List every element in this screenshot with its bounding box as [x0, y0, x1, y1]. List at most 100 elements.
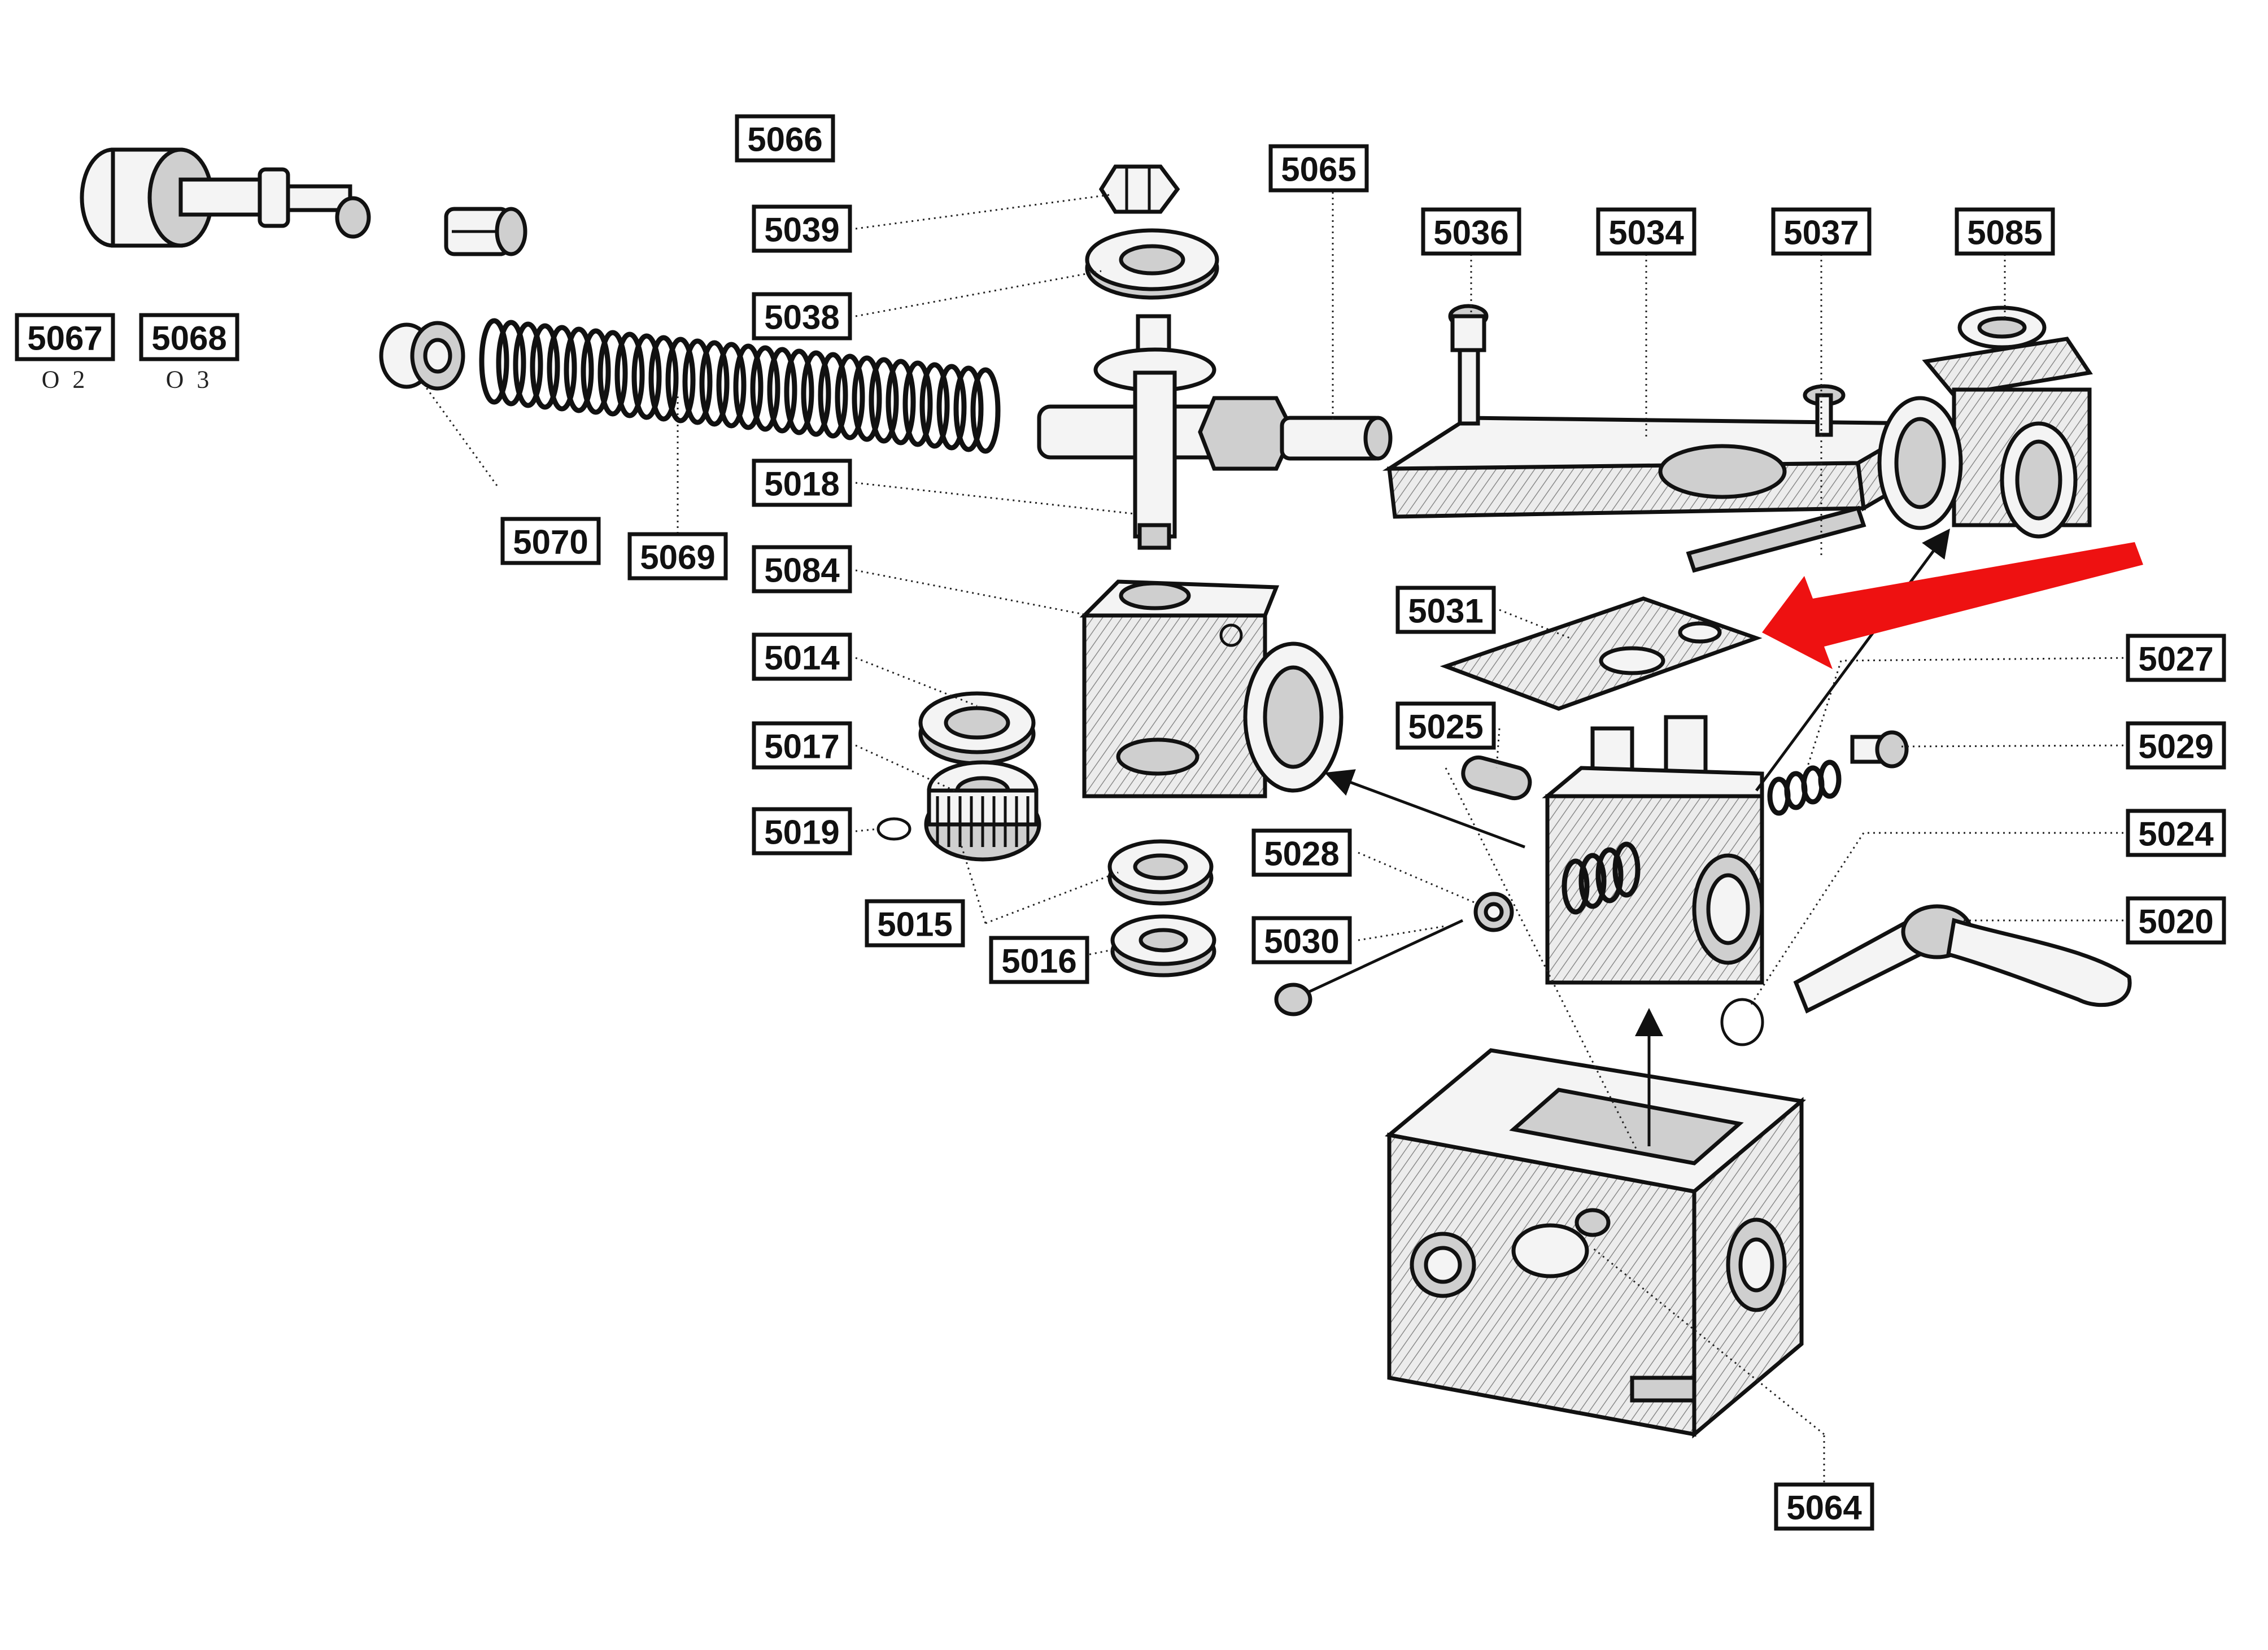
part-variant-text: O 2 — [42, 366, 89, 394]
part-label-box — [1771, 207, 1872, 256]
part-label-5084: 5084 — [752, 545, 852, 593]
spring-coil — [733, 343, 764, 430]
spring-coil — [513, 321, 543, 408]
part-label-5070: 5070 — [500, 517, 601, 565]
part-label-5039: 5039 — [752, 204, 852, 253]
main-housing-part — [1385, 1048, 1807, 1439]
part-label-5014: 5014 — [752, 632, 852, 681]
spring-coil — [631, 333, 662, 420]
o-ring-part — [1720, 998, 1764, 1046]
spring-coil — [852, 355, 882, 442]
part-label-box — [865, 899, 965, 948]
coil-spring-part — [479, 318, 1001, 454]
spring-coil — [902, 360, 933, 447]
part-label-5038: 5038 — [752, 292, 852, 341]
part-label-box — [1955, 207, 2055, 256]
part-number-text: 5014 — [764, 639, 840, 677]
spring-coil — [530, 323, 560, 410]
part-label-5030: 5030 — [1251, 916, 1352, 964]
part-label-5015: 5015 — [865, 899, 965, 948]
part-label-5067: 5067 O 2 — [15, 313, 115, 394]
part-label-box — [1268, 144, 1369, 193]
spring-coil — [597, 330, 628, 417]
part-number-text: 5016 — [1001, 942, 1076, 980]
snap-ring-part — [876, 817, 911, 841]
spring-coil — [614, 331, 645, 418]
detent-spring-part — [1767, 759, 1842, 816]
part-label-5066: 5066 — [735, 114, 835, 163]
cap-screw-part — [1448, 304, 1489, 426]
part-label-5029: 5029 — [2126, 721, 2226, 770]
long-shaft-part — [1037, 396, 1393, 471]
upper-housing-part — [1079, 579, 1344, 798]
part-number-text: 5039 — [764, 211, 839, 249]
sleeve-part — [444, 207, 527, 256]
part-number-text: 5067 — [27, 320, 102, 357]
part-number-text: 5065 — [1281, 151, 1356, 189]
part-label-box — [1421, 207, 1521, 256]
spring-coil — [801, 350, 831, 437]
part-label-5027: 5027 — [2126, 634, 2226, 682]
part-label-box — [989, 936, 1089, 984]
part-label-box — [2126, 634, 2226, 682]
part-label-box — [139, 313, 239, 361]
part-label-5028: 5028 — [1251, 828, 1352, 877]
washer-part — [1085, 228, 1219, 300]
part-number-text: 5025 — [1408, 708, 1483, 746]
part-label-5019: 5019 — [752, 807, 852, 855]
spring-coil — [784, 348, 814, 435]
part-number-text: 5027 — [2138, 640, 2213, 678]
part-number-text: 5019 — [764, 814, 839, 852]
part-number-text: 5069 — [640, 539, 715, 577]
part-label-5065: 5065 — [1268, 144, 1369, 193]
part-label-box — [1251, 916, 1352, 964]
spring-coil — [682, 338, 713, 425]
part-number-text: 5028 — [1264, 835, 1339, 873]
spindle-part — [1093, 314, 1216, 550]
part-label-box — [2126, 896, 2226, 945]
part-label-box — [752, 721, 852, 770]
part-label-box — [500, 517, 601, 565]
knob-shaft-part — [80, 147, 371, 248]
part-label-5064: 5064 — [1774, 1482, 1874, 1531]
part-label-5037: 5037 — [1771, 207, 1872, 256]
part-number-text: 5066 — [747, 121, 822, 159]
part-label-5017: 5017 — [752, 721, 852, 770]
part-number-text: 5038 — [764, 299, 839, 337]
small-nut-part — [1473, 892, 1514, 932]
small-screw-part — [1803, 384, 1846, 437]
part-number-text: 5064 — [1786, 1489, 1862, 1527]
part-label-box — [752, 292, 852, 341]
part-number-text: 5020 — [2138, 903, 2213, 941]
leader-lines — [422, 186, 2130, 1494]
part-label-5024: 5024 — [2126, 809, 2226, 857]
part-number-text: 5030 — [1264, 923, 1339, 961]
long-bolt-part — [1274, 919, 1464, 1016]
spring-coil — [835, 353, 865, 440]
part-label-box — [1774, 1482, 1874, 1531]
spring-coil — [970, 367, 1001, 454]
part-variant-text: O 3 — [166, 366, 213, 394]
top-plate-part — [1382, 416, 1934, 573]
spring-coil — [479, 318, 509, 405]
part-number-text: 5084 — [764, 552, 840, 590]
part-label-box — [2126, 809, 2226, 857]
valve-body-part — [1542, 715, 1764, 985]
lever-handle-part — [1793, 904, 2132, 1014]
spring-coil — [936, 364, 967, 451]
part-number-text: 5037 — [1783, 214, 1859, 252]
part-label-box — [627, 532, 728, 580]
dowel-pin-part — [1461, 755, 1532, 801]
part-number-text: 5017 — [764, 728, 839, 766]
part-label-box — [1395, 586, 1496, 634]
spring-coil — [564, 326, 594, 413]
part-label-box — [1251, 828, 1352, 877]
spring-coil — [750, 345, 780, 432]
gear-part — [924, 760, 1041, 862]
spring-coil — [496, 320, 526, 407]
bearing-lower-part — [1107, 839, 1214, 906]
spring-coil — [886, 359, 916, 446]
highlight-arrow — [1762, 542, 2143, 669]
